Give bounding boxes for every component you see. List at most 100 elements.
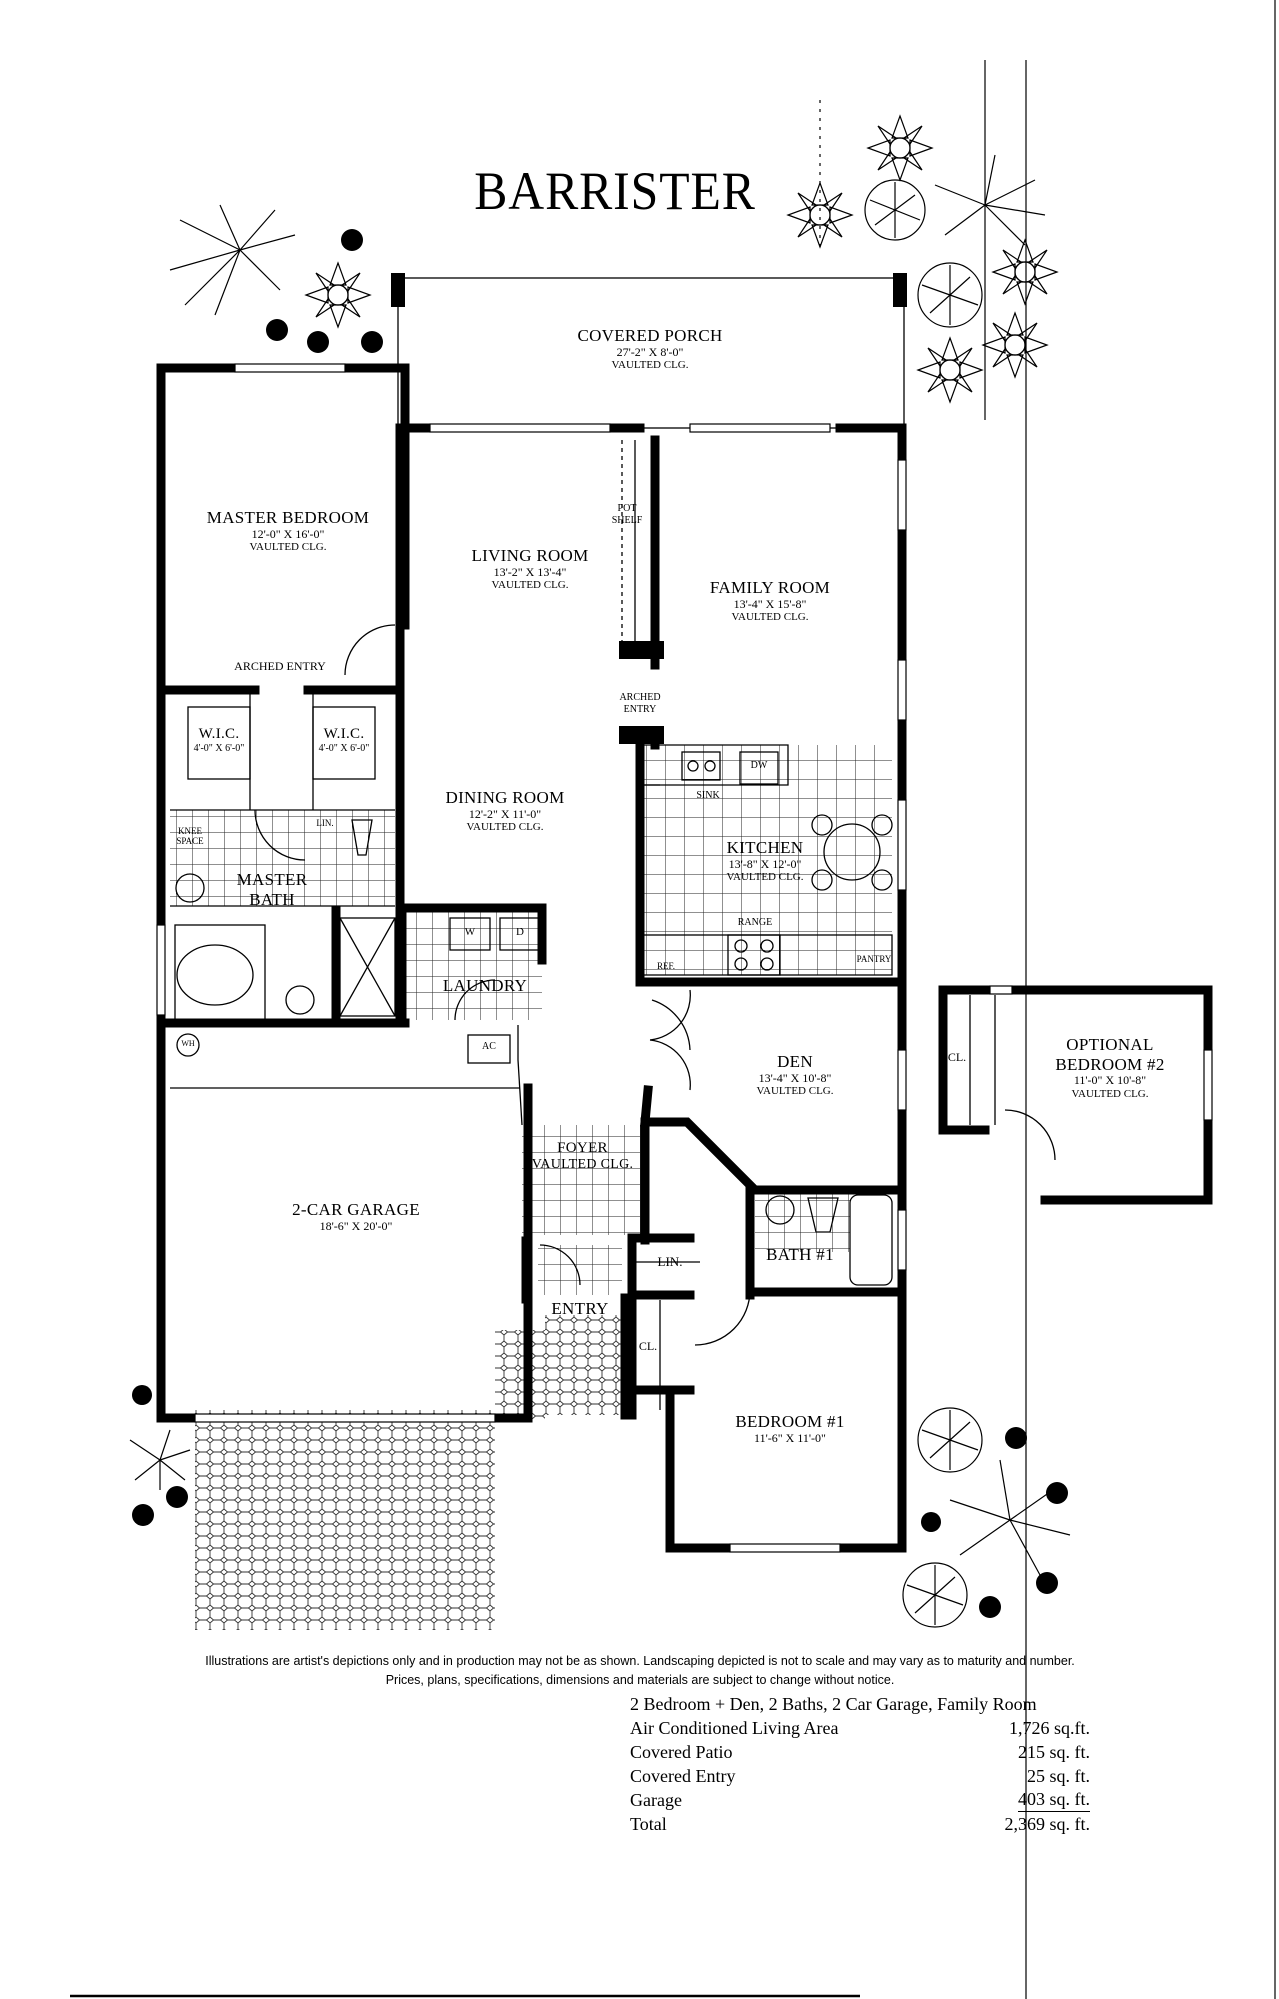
flower-top-4 bbox=[981, 311, 1049, 379]
room-name: DEN bbox=[777, 1052, 813, 1071]
landscaping bbox=[129, 114, 1071, 1628]
kitchen-tile bbox=[640, 745, 892, 975]
palm-tree-bottom-right bbox=[949, 1459, 1071, 1576]
entry-label: ENTRY bbox=[540, 1299, 620, 1319]
flower-top-left bbox=[304, 261, 372, 329]
room-note: VAULTED CLG. bbox=[1071, 1087, 1149, 1100]
room-dims: 12'-2" X 11'-0" bbox=[468, 806, 542, 821]
room-dims: 13'-2" X 13'-4" bbox=[493, 564, 567, 579]
knee-space-line-2: SPACE bbox=[176, 836, 204, 847]
room-note: VAULTED CLG. bbox=[531, 1157, 634, 1173]
dining-room-label: DINING ROOM 12'-2" X 11'-0" VAULTED CLG. bbox=[405, 788, 605, 834]
room-name: LAUNDRY bbox=[442, 976, 528, 995]
living-room-label: LIVING ROOM 13'-2" X 13'-4" VAULTED CLG. bbox=[430, 546, 630, 592]
summary-row: Air Conditioned Living Area 1,726 sq.ft. bbox=[630, 1716, 1090, 1740]
covered-porch-label: COVERED PORCH 27'-2" X 8'-0" VAULTED CLG… bbox=[520, 326, 780, 372]
den-label: DEN 13'-4" X 10'-8" VAULTED CLG. bbox=[715, 1052, 875, 1098]
pot-shelf-line-2: SHELF bbox=[611, 514, 643, 526]
ac-label: AC bbox=[482, 1041, 496, 1052]
master-bath-tile bbox=[170, 810, 395, 906]
knee-space-label: KNEE SPACE bbox=[170, 826, 210, 847]
summary-row-value: 2,369 sq. ft. bbox=[1004, 1814, 1091, 1834]
arched-entry-side-label: ARCHED ENTRY bbox=[612, 692, 668, 715]
room-name-2: BATH bbox=[249, 889, 295, 909]
room-dims: 4'-0" X 6'-0" bbox=[318, 743, 370, 755]
room-name: BEDROOM #1 bbox=[735, 1412, 845, 1431]
room-name: FAMILY ROOM bbox=[709, 578, 831, 597]
wic-right-label: W.I.C. 4'-0" X 6'-0" bbox=[313, 726, 375, 755]
foyer-label: FOYER VAULTED CLG. bbox=[520, 1140, 645, 1173]
room-dims: 11'-0" X 10'-8" bbox=[1073, 1073, 1147, 1088]
pot-shelf-line-1: POT bbox=[617, 503, 637, 514]
room-note: VAULTED CLG. bbox=[726, 871, 804, 884]
arched-entry-label: ARCHED ENTRY bbox=[234, 659, 326, 673]
pot-shelf-label: POT SHELF bbox=[602, 503, 652, 526]
room-dims: 13'-4" X 15'-8" bbox=[733, 596, 807, 611]
room-name: KITCHEN bbox=[726, 838, 804, 857]
room-name: COVERED PORCH bbox=[577, 326, 723, 345]
arched-entry-side-line-1: ARCHED bbox=[619, 692, 661, 703]
room-dims: 18'-6" X 20'-0" bbox=[319, 1218, 393, 1233]
room-name: ENTRY bbox=[551, 1299, 609, 1318]
flower-top-1 bbox=[866, 114, 934, 182]
entry-tile bbox=[538, 1245, 622, 1295]
room-name: BATH #1 bbox=[766, 1245, 834, 1264]
room-name: 2-CAR GARAGE bbox=[292, 1200, 420, 1219]
disclaimer-line-1: Illustrations are artist's depictions on… bbox=[205, 1654, 1075, 1668]
master-linen-label: LIN. bbox=[316, 818, 334, 828]
palm-tree-top-left bbox=[169, 204, 296, 316]
garage-label: 2-CAR GARAGE 18'-6" X 20'-0" bbox=[236, 1200, 476, 1233]
room-name: LIVING ROOM bbox=[471, 546, 589, 565]
room-name: MASTER bbox=[236, 870, 308, 889]
bath1-tile bbox=[755, 1192, 850, 1252]
dryer-label: D bbox=[516, 926, 524, 938]
family-room-label: FAMILY ROOM 13'-4" X 15'-8" VAULTED CLG. bbox=[670, 578, 870, 624]
bedroom-closet-label: CL. bbox=[638, 1339, 658, 1353]
room-note: VAULTED CLG. bbox=[731, 611, 809, 624]
shrub-top-2 bbox=[917, 262, 983, 328]
shrub-bottom-2 bbox=[902, 1562, 968, 1628]
summary-row-label: Covered Patio bbox=[630, 1742, 733, 1762]
room-name: W.I.C. bbox=[198, 726, 240, 742]
room-dims: 27'-2" X 8'-0" bbox=[616, 344, 684, 359]
pantry-label: PANTRY bbox=[856, 954, 892, 964]
optional-closet-label: CL. bbox=[947, 1050, 967, 1064]
room-note: VAULTED CLG. bbox=[491, 579, 569, 592]
sink-label: SINK bbox=[696, 790, 720, 801]
water-heater-label: WH bbox=[181, 1039, 195, 1048]
windows bbox=[156, 363, 1213, 1553]
room-dims: 4'-0" X 6'-0" bbox=[193, 743, 245, 755]
hall-linen-label: LIN. bbox=[657, 1254, 683, 1269]
summary-headline: 2 Bedroom + Den, 2 Baths, 2 Car Garage, … bbox=[630, 1692, 1090, 1716]
optional-bedroom-label: OPTIONAL BEDROOM #2 11'-0" X 10'-8" VAUL… bbox=[1030, 1035, 1190, 1101]
summary-row-label: Garage bbox=[630, 1790, 682, 1810]
room-dims: 13'-4" X 10'-8" bbox=[758, 1070, 832, 1085]
palm-tree-bottom-left bbox=[129, 1429, 191, 1490]
laundry-tile bbox=[402, 908, 542, 1020]
range-label: RANGE bbox=[737, 917, 773, 928]
room-dims: 11'-6" X 11'-0" bbox=[754, 1430, 826, 1445]
room-note: VAULTED CLG. bbox=[756, 1085, 834, 1098]
room-name: OPTIONAL bbox=[1066, 1035, 1154, 1054]
covered-porch-outline bbox=[397, 277, 905, 429]
laundry-label: LAUNDRY bbox=[430, 976, 540, 996]
bedroom1-label: BEDROOM #1 11'-6" X 11'-0" bbox=[700, 1412, 880, 1445]
room-name: W.I.C. bbox=[323, 726, 365, 742]
reference-lines bbox=[70, 0, 1276, 1999]
foyer-tile bbox=[522, 1125, 644, 1235]
palm-tree-top-right bbox=[934, 154, 1046, 246]
plan-title: BARRISTER bbox=[474, 161, 756, 221]
summary-row-value: 1,726 sq.ft. bbox=[1009, 1718, 1090, 1738]
summary-row-label: Air Conditioned Living Area bbox=[630, 1718, 839, 1738]
summary-row-value: 403 sq. ft. bbox=[1018, 1788, 1090, 1812]
refrigerator-label: REF. bbox=[656, 961, 676, 971]
washer-label: W bbox=[464, 926, 476, 938]
room-name: FOYER bbox=[557, 1140, 608, 1156]
room-note: VAULTED CLG. bbox=[466, 821, 544, 834]
